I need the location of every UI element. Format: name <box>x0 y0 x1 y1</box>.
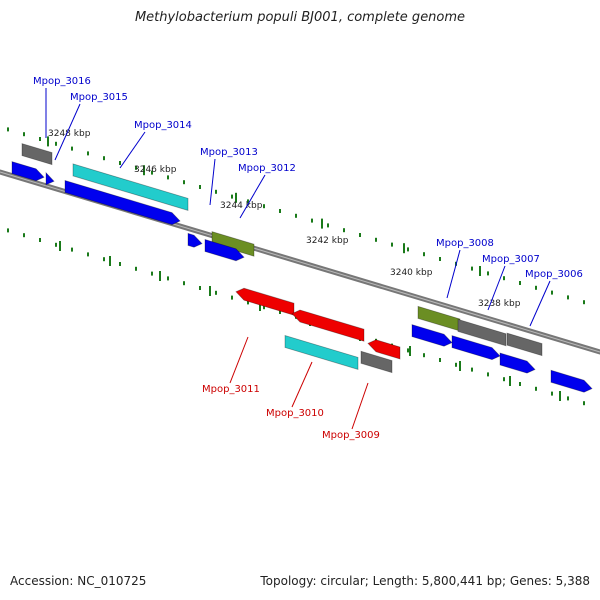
scale-label: 3238 kbp <box>478 299 521 309</box>
genome-title: Methylobacterium populi BJ001, complete … <box>134 10 466 25</box>
gene-mpop-3013-cds <box>187 232 203 248</box>
mpop-3007-label[interactable]: Mpop_3007 <box>482 254 540 265</box>
gene-mpop-3014-rna <box>72 163 189 211</box>
gene-mpop-3016-cds <box>11 161 45 182</box>
mpop-3008-label[interactable]: Mpop_3008 <box>436 238 494 249</box>
mpop-3016-label[interactable]: Mpop_3016 <box>33 76 91 87</box>
mpop-3012-label[interactable]: Mpop_3012 <box>238 163 296 174</box>
mpop-3006-leader <box>529 280 551 327</box>
gene-mpop-3008-cds <box>411 324 453 347</box>
gene-mpop-3007-cds <box>451 335 501 361</box>
mpop-3010-leader <box>291 361 313 408</box>
mpop-3014-label[interactable]: Mpop_3014 <box>134 120 192 131</box>
mpop-3013-label[interactable]: Mpop_3013 <box>200 147 258 158</box>
mpop-3008-leader <box>446 249 461 299</box>
genome-summary-text: Topology: circular; Length: 5,800,441 bp… <box>260 574 590 588</box>
mpop-3009-leader <box>351 382 369 430</box>
mpop-3009-label[interactable]: Mpop_3009 <box>322 430 380 441</box>
gene-mpop-3011-cds <box>235 287 295 316</box>
mpop-3007-leader <box>487 265 506 311</box>
mpop-3013-leader <box>209 158 216 206</box>
gene-mpop-3010-rna <box>284 334 359 370</box>
gene-mpop-3009-cds <box>367 339 401 360</box>
scale-label: 3248 kbp <box>48 129 91 139</box>
gene-mpop-3009-feature <box>360 350 393 374</box>
scale-label: 3244 kbp <box>220 201 263 211</box>
mpop-3015-leader <box>54 103 81 161</box>
gene-mpop-3012-feature <box>211 231 255 257</box>
gene-mpop-3010-cds <box>291 309 365 342</box>
gene-mpop-3012-cds <box>204 238 245 262</box>
accession-text: Accession: NC_010725 <box>10 574 147 588</box>
gene-mpop-3015-cds <box>45 171 55 186</box>
mpop-3015-label[interactable]: Mpop_3015 <box>70 92 128 103</box>
scale-label: 3240 kbp <box>390 268 433 278</box>
gene-mpop-3006-feature <box>506 332 543 357</box>
gene-mpop-3006-cds <box>499 352 536 374</box>
mpop-3014-leader <box>119 131 146 169</box>
mpop-3006-label[interactable]: Mpop_3006 <box>525 269 583 280</box>
mpop-3011-label[interactable]: Mpop_3011 <box>202 384 260 395</box>
gene-mpop-3014-cds <box>64 179 181 226</box>
scale-label: 3242 kbp <box>306 236 349 246</box>
mpop-3011-leader <box>229 336 249 384</box>
mpop-3012-leader <box>239 174 266 219</box>
scale-label: 3246 kbp <box>134 165 177 175</box>
gene-next-cds <box>550 369 593 393</box>
gene-mpop-3016-feature <box>21 143 53 166</box>
gene-mpop-3007-feature <box>457 318 507 347</box>
mpop-3010-label[interactable]: Mpop_3010 <box>266 408 324 419</box>
